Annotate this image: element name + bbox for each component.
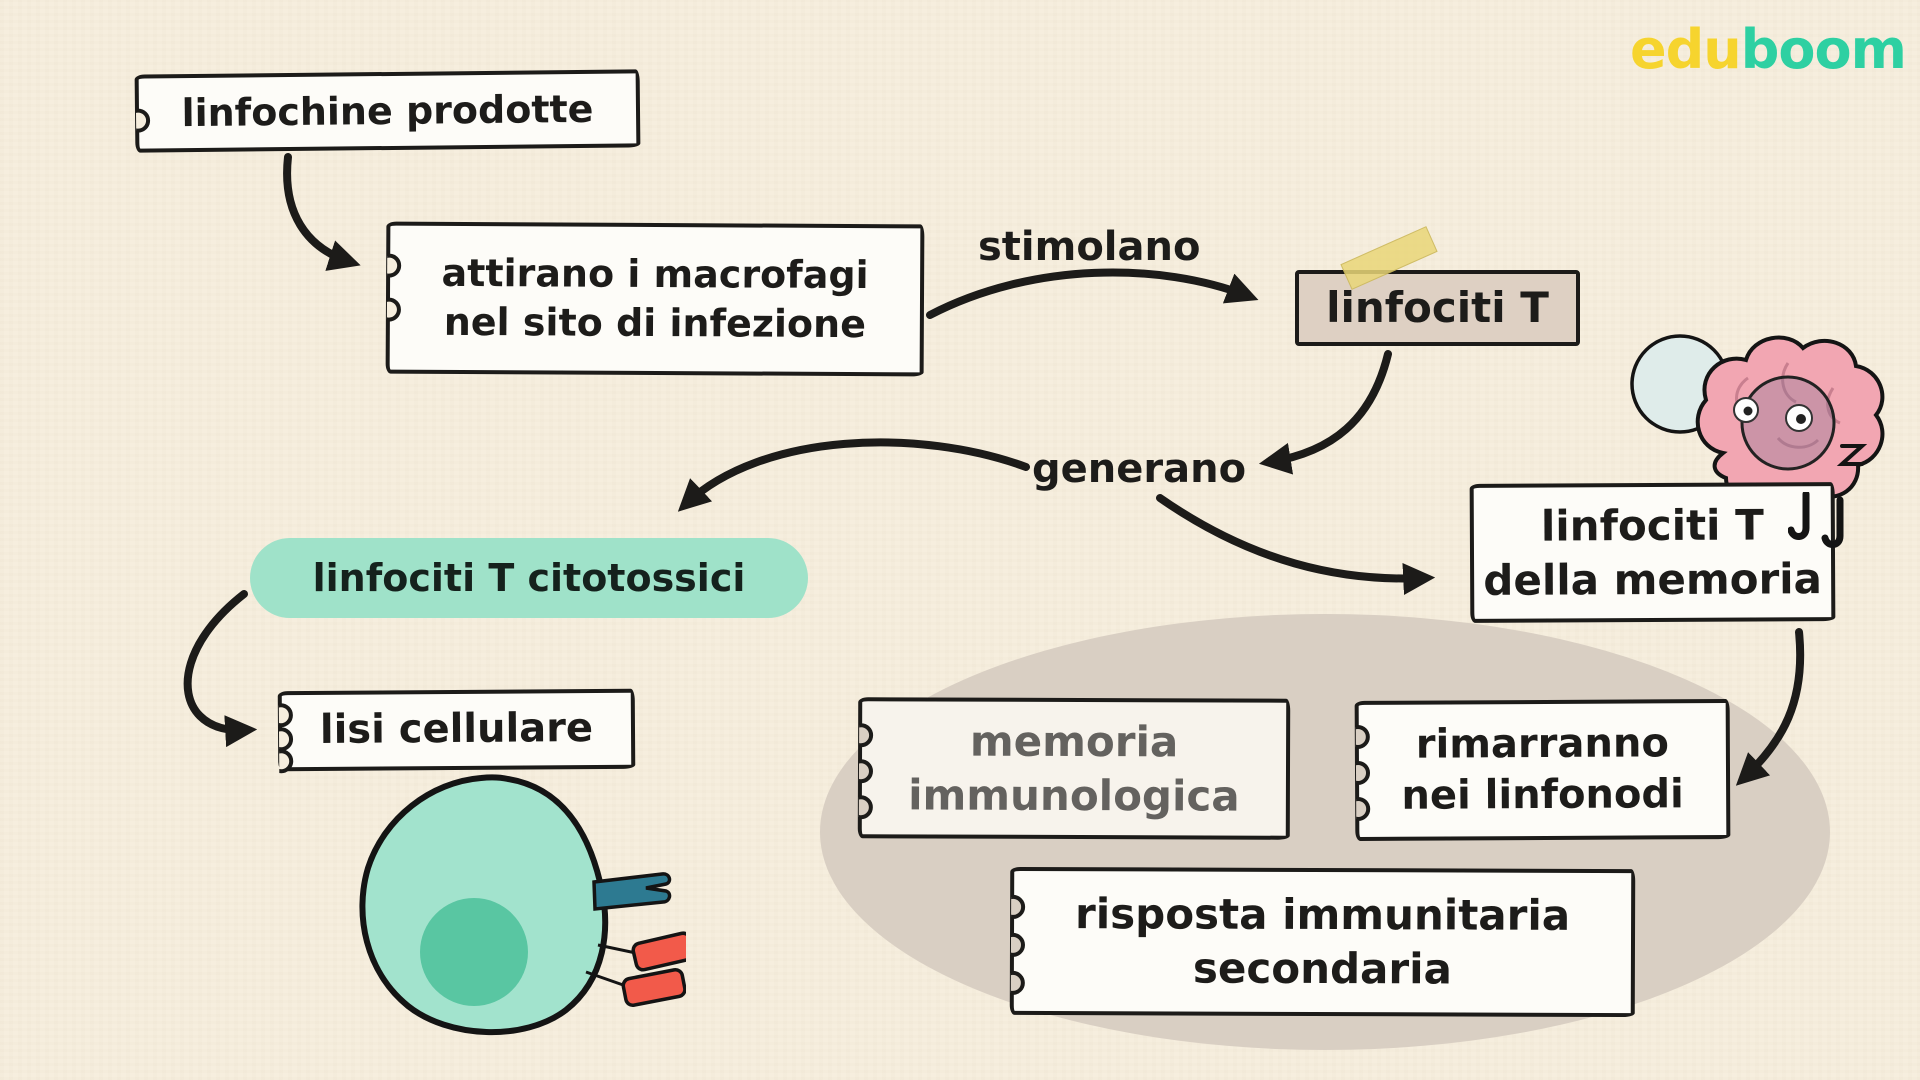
- torn-edge-notch: [269, 703, 293, 727]
- brain-mascot-illustration: [1630, 334, 1885, 559]
- node-label: linfociti T citotossici: [312, 556, 746, 600]
- mascot-pupil-right: [1796, 414, 1806, 424]
- node-label-line2: secondaria: [1192, 943, 1452, 994]
- mascot-pupil-left: [1743, 406, 1753, 416]
- arrow-linfochine-to-attirano: [283, 153, 361, 271]
- node-linfociti-t-della-memoria: linfociti T della memoria: [1469, 482, 1836, 623]
- logo-boom-text: boom: [1740, 18, 1907, 81]
- node-label-line1: linfociti T: [1540, 500, 1764, 551]
- node-label: linfochine prodotte: [181, 86, 594, 135]
- node-label-line2: nel sito di infezione: [443, 299, 867, 347]
- receptor-stalk-2: [585, 970, 627, 988]
- node-label-line2: immunologica: [908, 769, 1240, 821]
- torn-edge-notch: [377, 298, 401, 322]
- torn-edge-notch: [377, 254, 401, 278]
- arrow-linfociti-t-to-generano: [1258, 350, 1392, 475]
- mascot-z-mark: [1836, 444, 1868, 466]
- t-cell-illustration: [359, 774, 686, 1035]
- torn-edge-notch: [849, 723, 873, 747]
- eduboom-logo: eduboom: [1630, 18, 1907, 81]
- edge-label-generano: generano: [1032, 446, 1247, 492]
- node-label-line2: della memoria: [1483, 553, 1823, 605]
- receptor-stalk: [597, 943, 637, 955]
- receptor-red-2: [621, 967, 686, 1008]
- node-label-line1: memoria: [969, 716, 1179, 767]
- brain-folds: [1735, 362, 1841, 449]
- receptor-red-1: [631, 931, 686, 972]
- receptor-teal: [592, 872, 672, 911]
- node-linfociti-t-citotossici: linfociti T citotossici: [250, 538, 808, 618]
- torn-edge-notch: [269, 727, 293, 751]
- node-label-line1: attirano i macrofagi: [441, 251, 869, 298]
- node-lisi-cellulare: lisi cellulare: [278, 688, 636, 771]
- logo-edu-text: edu: [1630, 18, 1742, 81]
- node-rimarranno-nei-linfonodi: rimarranno nei linfonodi: [1355, 699, 1731, 841]
- node-risposta-immunitaria-secondaria: risposta immunitaria secondaria: [1010, 866, 1636, 1018]
- torn-edge-notch: [126, 108, 150, 132]
- edge-label-stimolano: stimolano: [978, 224, 1201, 270]
- arrow-stimolano: [926, 268, 1259, 319]
- node-linfociti-t: linfociti T: [1295, 270, 1580, 346]
- node-attirano-macrofagi: attirano i macrofagi nel sito di infezio…: [386, 221, 925, 377]
- node-memoria-immunologica: memoria immunologica: [858, 697, 1291, 840]
- arrow-generano-to-memoria: [1156, 494, 1436, 595]
- mascot-legs-over-box: [1788, 492, 1844, 548]
- node-label-line1: risposta immunitaria: [1074, 889, 1571, 941]
- torn-edge-notch: [269, 749, 293, 773]
- node-label: linfociti T: [1326, 283, 1549, 333]
- node-label-line1: rimarranno: [1415, 720, 1669, 768]
- cell-nucleus: [420, 898, 528, 1006]
- node-label: lisi cellulare: [319, 705, 594, 754]
- arrow-citotossici-to-lisi: [183, 590, 258, 748]
- node-label-line2: nei linfonodi: [1401, 771, 1684, 819]
- arrow-generano-to-citotossici: [677, 438, 1030, 512]
- node-linfochine-prodotte: linfochine prodotte: [135, 69, 641, 153]
